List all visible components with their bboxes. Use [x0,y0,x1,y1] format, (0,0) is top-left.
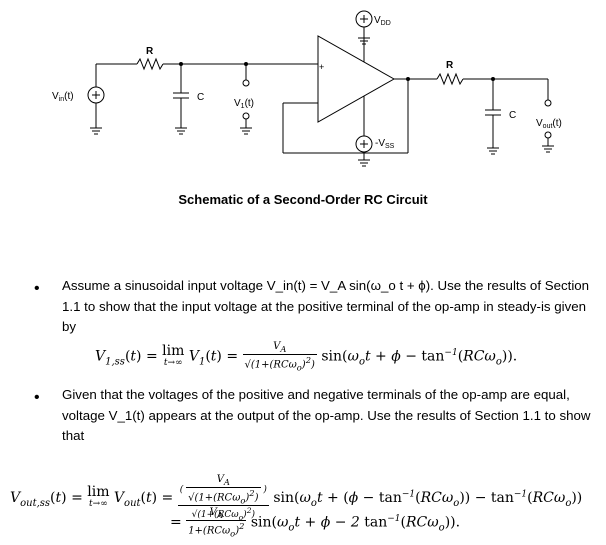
ground-icon [240,112,252,135]
v1-label: V1(t) [234,98,254,110]
ground-icon [542,131,554,153]
v1-terminal-icon [242,79,250,87]
ground-icon [487,147,499,155]
bullet-dot: • [34,389,40,406]
resistor-1-icon [136,57,164,71]
rc-circuit-schematic: Vin(t) R C V1(t) VDD -VSS + R C Vout(t) [52,10,562,167]
op-amp-icon [317,35,396,123]
vout-label: Vout(t) [536,118,562,130]
c2-label: C [509,110,516,121]
ground-icon [90,127,102,135]
vin-label: Vin(t) [52,91,74,103]
r2-label: R [446,60,454,71]
bullet-1-text: Assume a sinusoidal input voltage V_in(t… [62,278,590,334]
c1-label: C [197,92,204,103]
bullet-2-text: Given that the voltages of the positive … [62,387,591,443]
bullet-dot: • [34,280,40,297]
vout-terminal-icon [544,99,552,107]
vss-label: -VSS [375,138,395,150]
ground-icon [175,127,187,135]
ground-icon [358,152,370,167]
vdd-label: VDD [374,15,391,27]
r1-label: R [146,46,154,57]
plus-sign: + [319,62,324,72]
ground-icon [358,27,370,45]
schematic-caption: Schematic of a Second-Order RC Circuit [178,192,428,207]
resistor-2-icon [436,72,464,86]
